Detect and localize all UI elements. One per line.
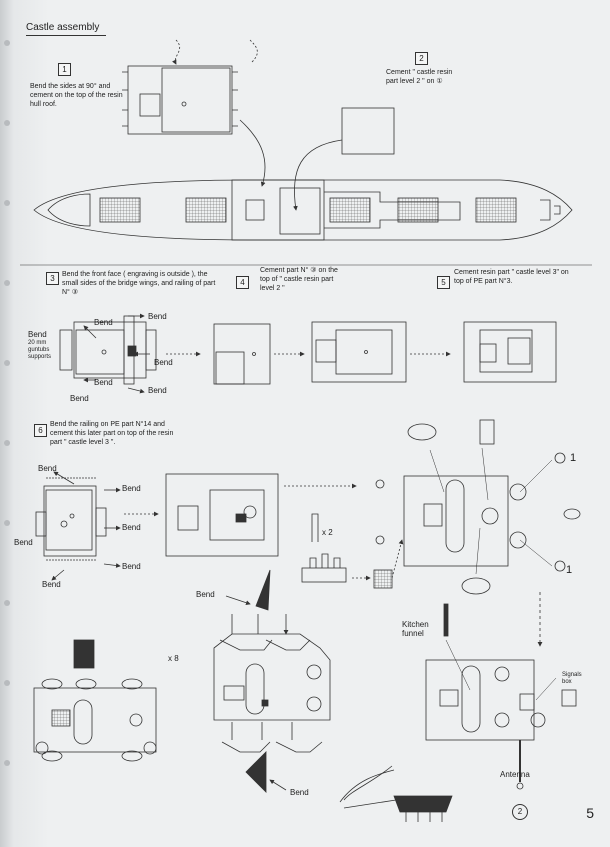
bend-label-6f: Bend <box>42 580 61 589</box>
bend-label-3g: Bend <box>70 394 89 403</box>
bend-label-3c: Bend <box>28 330 47 339</box>
part-6-right <box>375 419 581 595</box>
bend-label-3a: Bend <box>94 318 113 327</box>
step-5-text: Cement resin part " castle level 3" on t… <box>454 269 569 285</box>
step-3-number: 3 <box>46 272 59 285</box>
quantity-label-1b: 1 <box>566 564 573 576</box>
hull-top-view <box>33 179 573 241</box>
funnel-parts <box>301 513 404 589</box>
step-2-text: Cement " castle resin part level 2 " on … <box>386 69 453 85</box>
bend-label-6d: Bend <box>122 523 141 532</box>
bend-label-6g: Bend <box>196 590 215 599</box>
page-number: 5 <box>586 805 594 821</box>
lower-left-assembly <box>33 639 157 762</box>
part-6-middle <box>165 473 279 557</box>
multiplier-x2: x 2 <box>322 528 333 537</box>
pe-part-1 <box>122 65 238 135</box>
part-4-assembled <box>311 321 407 383</box>
lower-right-assembly <box>425 603 577 741</box>
multiplier-x8: x 8 <box>168 654 179 663</box>
resin-part-2 <box>341 107 395 155</box>
bend-label-3b: Bend <box>148 312 167 321</box>
signals-box-label: Signals box <box>562 672 582 685</box>
step-1-text: Bend the sides at 90° and cement on the … <box>30 83 123 108</box>
step-2-number: 2 <box>415 52 428 65</box>
pe-part-6 <box>35 477 107 561</box>
lower-center-assembly <box>213 633 331 753</box>
antenna-label: Antenna <box>500 770 530 779</box>
step-5-number: 5 <box>437 276 450 289</box>
binding-edge <box>0 0 14 847</box>
bend-label-6b: Bend <box>122 484 141 493</box>
step-1-number: 1 <box>58 63 71 76</box>
section-title: Castle assembly <box>26 22 100 33</box>
step-6-number: 6 <box>34 424 47 437</box>
bend-label-6e: Bend <box>122 562 141 571</box>
guntubs-label: 20 mm guntubs supports <box>28 340 52 360</box>
step-6-text: Bend the railing on PE part N°14 and cem… <box>50 421 174 446</box>
pe-part-3 <box>59 315 157 385</box>
bend-label-3f: Bend <box>148 386 167 395</box>
step-4-text: Cement part N° ③ on the top of " castle … <box>260 267 338 292</box>
step-4-number: 4 <box>236 276 249 289</box>
part-5-assembled <box>463 321 557 383</box>
quantity-label-1a: 1 <box>570 452 577 464</box>
part-2-circle: 2 <box>512 804 528 820</box>
step-3-text: Bend the front face ( engraving is outsi… <box>62 271 216 296</box>
part-4 <box>213 323 271 385</box>
bend-label-6c: Bend <box>14 538 33 547</box>
bend-label-3e: Bend <box>94 378 113 387</box>
bend-label-6h: Bend <box>290 788 309 797</box>
bend-label-6a: Bend <box>38 464 57 473</box>
title-underline <box>26 35 106 36</box>
bend-label-3d: Bend <box>154 358 173 367</box>
kitchen-funnel-label: Kitchen funnel <box>402 620 429 638</box>
